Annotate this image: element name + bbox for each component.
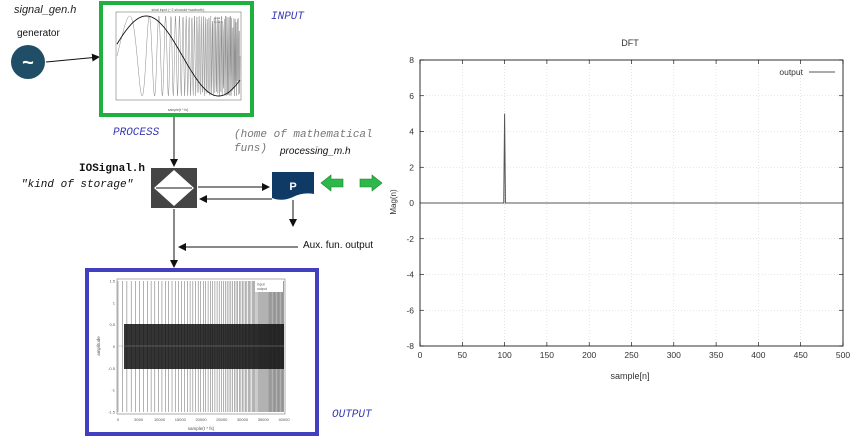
input-thumb-legend-1: sinal 1 [214,16,223,20]
output-thumb-ytick: 1.5 [109,279,115,284]
output-thumb-xtick: 35000 [258,417,270,422]
output-thumb-ytick: -0.5 [108,366,116,371]
output-thumb-xtick: 20000 [195,417,207,422]
dft-ytick-label: -2 [406,234,414,244]
signal-gen-label: signal_gen.h [14,4,77,16]
output-thumb-legend-box [255,281,283,292]
dft-xtick-label: 150 [540,350,554,360]
output-thumb-legend-2: output [257,287,267,291]
dft-xtick-label: 350 [709,350,723,360]
input-chirp-wave [116,15,241,97]
output-thumb-xtick: 5000 [134,417,144,422]
dft-xtick-label: 0 [418,350,423,360]
dft-xtick-label: 100 [498,350,512,360]
dft-legend: output [779,67,835,77]
dft-title: DFT [621,38,639,48]
dft-ytick-label: 6 [409,91,414,101]
output-thumb-legend-1: input [257,283,265,287]
output-thumb-xtick: 25000 [216,417,228,422]
processing-label: processing_m.h [280,146,351,157]
input-thumb-xlabel: sample(t * fs) [168,108,189,112]
generator-label: generator [17,28,60,39]
output-thumb-xtick: 15000 [175,417,187,422]
output-dense-band [124,324,284,369]
dft-xtick-label: 450 [794,350,808,360]
output-thumb-ytick: 0.5 [109,322,115,327]
dft-ytick-label: -8 [406,341,414,351]
dft-plot-frame [419,59,844,347]
dft-xtick-label: 50 [458,350,468,360]
output-thumb-xtick: 0 [117,417,120,422]
iosignal-label: IOSignal.h [79,163,146,175]
input-waveform [116,15,241,97]
output-thumb-ytick: 0 [113,344,116,349]
input-label: INPUT [271,11,305,23]
output-thumb-xtick: 30000 [237,417,249,422]
process-label: PROCESS [113,127,160,139]
dft-series [420,113,843,204]
arrow-left-green-icon [320,174,344,192]
dft-ytick-label: 0 [409,198,414,208]
home-math-line2: funs) [234,143,268,155]
dft-ytick-label: -6 [406,305,414,315]
aux-output-label: Aux. fun. output [303,240,374,251]
output-thumb-xtick: 10000 [154,417,166,422]
pipeline-diagram: ~ sinal input (~2 sinusoid+sawtooth) sam… [11,1,383,436]
dft-xtick-label: 200 [582,350,596,360]
processor-letter: P [289,181,296,193]
output-thumb-ytick: 1 [113,300,116,305]
dft-ylabel: Mag(n) [389,189,398,215]
dft-xtick-label: 500 [836,350,850,360]
dft-series-line [420,113,843,204]
input-sine-wave [116,15,241,97]
dft-ytick-label: -4 [406,270,414,280]
arrow-right-green-icon [359,174,383,192]
generator-symbol: ~ [22,52,34,74]
output-thumb-ylabel: amplitude [96,336,101,356]
output-thumb-ytick: -1.5 [108,410,116,415]
dft-ytick-label: 2 [409,162,414,172]
dft-xtick-label: 400 [751,350,765,360]
output-label: OUTPUT [332,409,372,421]
arrow-generator-to-input [45,53,100,63]
kind-storage-label: "kind of storage" [21,179,134,191]
dft-ticks: 0 50 100 150 200 250 300 350 400 450 500 8 6 4 2 0 -2 -4 -… [406,55,850,360]
processor-icon[interactable] [272,172,314,200]
dft-xtick-label: 250 [624,350,638,360]
output-waveform [117,281,284,412]
home-math-line1: (home of mathematical [234,129,373,141]
dft-chart: DFT sample[n] Mag(n) 0 50 100 150 200 250 300 3… [389,38,850,381]
output-thumb-xtick: 40000 [278,417,290,422]
dft-xtick-label: 300 [667,350,681,360]
input-thumb-title: sinal input (~2 sinusoid+sawtooth) [152,8,205,12]
output-thumb-ytick: -1 [111,388,115,393]
output-thumb-xlabel: sample(t * fs) [188,426,215,431]
dft-legend-label: output [779,67,803,77]
dft-ytick-label: 4 [409,127,414,137]
dft-xlabel: sample[n] [610,371,649,381]
output-thumb-ticks: 0 5000 10000 15000 20000 25000 30000 35000 40000… [108,279,290,423]
dft-ytick-label: 8 [409,55,414,65]
generator-icon[interactable] [11,45,45,79]
